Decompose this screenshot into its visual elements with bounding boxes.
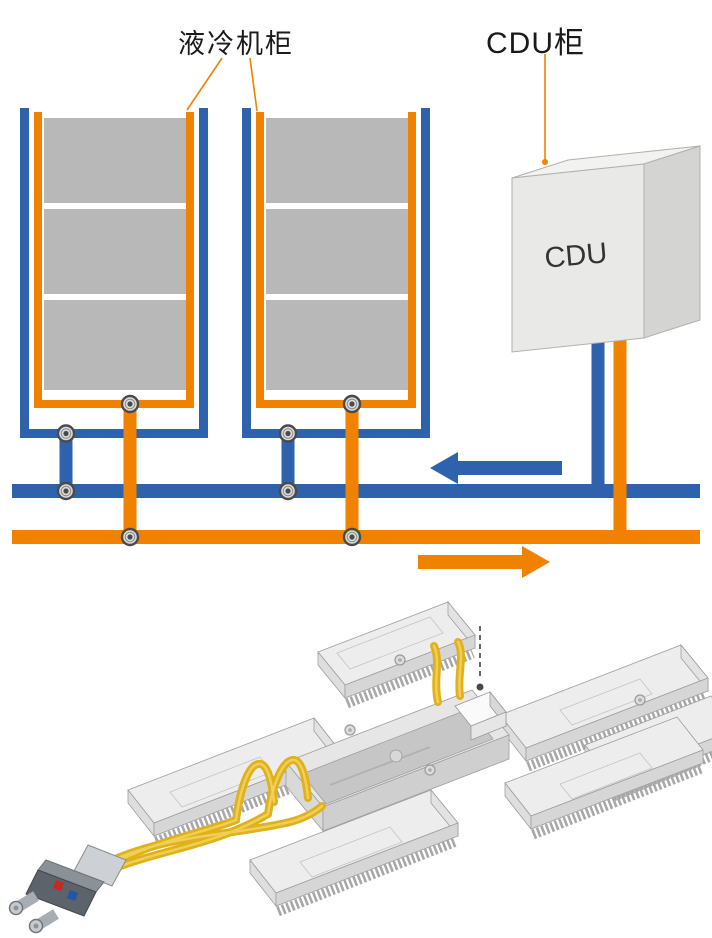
assembly-direction [476,626,484,691]
cold-plate-module-illustration [8,600,712,934]
valve-icon [120,394,140,414]
label-liquid-cooling-cabinet: 液冷机柜 [178,29,294,59]
cabinet1-orange-bottom-pipe [34,400,194,408]
heatsink-fins [345,648,475,709]
cabinet-2 [242,108,430,438]
cooling-loop-schematic [12,54,701,578]
cabinet1-blue-drop-pipe [59,429,73,498]
board-bottom [249,788,459,917]
valve-icon [342,394,362,414]
standoff-post [424,764,436,776]
label-cdu-cabinet: CDU柜 [486,27,585,60]
heatsink-fins [276,836,458,917]
cdu-box-side-face [643,145,701,339]
valve-icon [56,424,76,443]
cabinet2-orange-drop-pipe [345,400,359,544]
flow-arrow-left-icon [430,452,562,484]
cabinet-1 [20,108,208,438]
cabinet1-blue-bottom-pipe [20,429,208,438]
coolant-tubes [96,638,465,878]
board-top [317,600,476,709]
cdu-orange-pipe [613,340,627,544]
leader-line-cabinet2 [249,57,258,112]
cabinet2-orange-bottom-pipe [256,400,416,408]
insert-component [454,690,507,741]
valve-icon [342,527,362,547]
standoff-post [394,654,406,666]
connector-body [25,869,97,917]
valve-icon [278,424,298,443]
valve-icon [278,481,298,501]
leader-lines [186,54,548,165]
cabinet1-orange-left-pipe [34,112,42,408]
cabinet2-server-block [266,118,408,203]
heatsink-fins [154,764,340,847]
cabinet2-server-block [266,209,408,294]
heatsink-fins [531,763,703,840]
cabinet1-orange-drop-pipe [123,400,137,544]
quick-connector [8,844,127,934]
standoff-post [634,694,646,706]
cabinet2-orange-left-pipe [256,112,264,408]
heatsink-fins [526,691,708,772]
valve-icon [120,527,140,547]
tray-center [285,689,510,833]
blue-mark [67,890,78,901]
cabinet2-blue-right-pipe [421,108,430,438]
board-right-mid [504,716,704,840]
cabinet2-orange-right-pipe [408,112,416,408]
cdu-blue-pipe [591,340,605,498]
cabinet1-server-block [44,300,186,390]
cabinet2-server-block [266,300,408,390]
cdu-box [511,145,701,353]
coupling-valves [56,394,362,547]
screw-icon [476,683,484,691]
flow-arrow-right-icon [418,546,550,578]
leader-dot-cdu [542,159,548,165]
cdu-box-front-face [511,163,645,353]
tray-fitting [389,749,403,763]
cabinet1-blue-right-pipe [199,108,208,438]
cabinet1-server-block [44,209,186,294]
standoff-post [344,724,356,736]
board-top-right [499,643,709,772]
valve-icon [56,481,76,501]
cabinet1-blue-left-pipe [20,108,29,438]
standoff-posts [344,654,646,776]
cabinet1-orange-right-pipe [186,112,194,408]
cabinet2-blue-drop-pipe [281,429,295,498]
red-mark [53,880,64,891]
cabinet1-server-block [44,118,186,203]
cabinet2-blue-bottom-pipe [242,429,430,438]
cabinet2-blue-left-pipe [242,108,251,438]
leader-line-cabinet1 [186,57,223,111]
flow-arrows [418,452,562,578]
